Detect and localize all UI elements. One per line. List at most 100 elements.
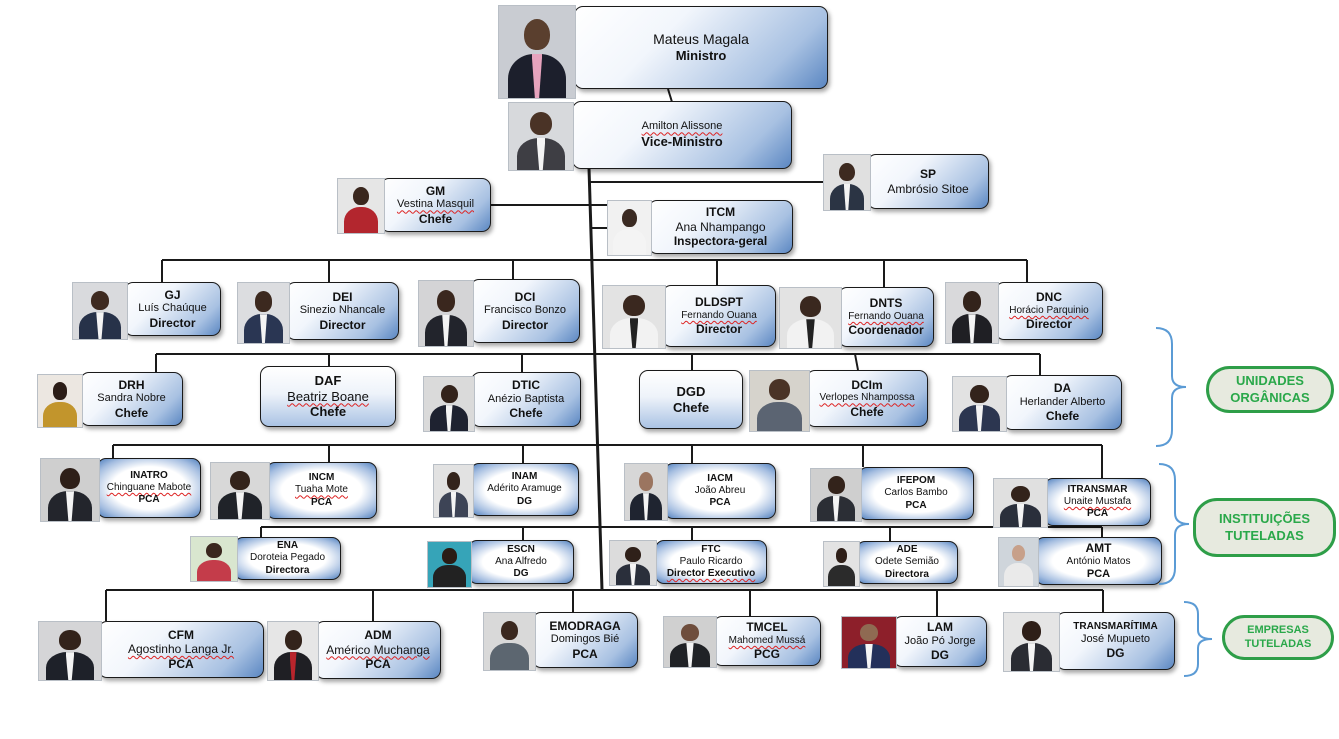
cfm-role: PCA: [168, 656, 194, 671]
dei-name: Sinezio Nhancale: [299, 304, 386, 317]
lam-photo: [841, 616, 897, 669]
dtic-photo: [423, 376, 475, 432]
dldspt-name: Fernando Ouana: [681, 309, 757, 321]
amt-box: AMT António Matos PCA: [1035, 537, 1162, 585]
dldspt-unit: DLDSPT: [695, 295, 743, 310]
ade-role: Directora: [885, 568, 929, 580]
ena-unit: ENA: [276, 540, 299, 552]
inam-name: Adérito Aramuge: [487, 483, 562, 495]
dei-role: Director: [319, 317, 366, 332]
tmcel-role: PCG: [753, 647, 780, 662]
ade-name: Odete Semião: [875, 556, 939, 568]
inam-unit: INAM: [511, 471, 538, 483]
sp-name: Ambrósio Sitoe: [887, 181, 969, 196]
minister-photo: [498, 5, 576, 99]
transmaritima-box: TRANSMARÍTIMA José Mupueto DG: [1056, 612, 1175, 670]
gj-photo: [72, 282, 128, 340]
dnc-name: Horácio Parquinio: [1009, 304, 1089, 316]
da-box: DA Herlander Alberto Chefe: [1003, 375, 1122, 430]
dtic-box: DTIC Anézio Baptista Chefe: [471, 372, 581, 427]
escn-photo: [427, 541, 472, 588]
tmcel-photo: [663, 616, 717, 668]
inatro-box: INATRO Chinguane Mabote PCA: [97, 458, 201, 518]
iacm-photo: [624, 463, 668, 521]
gm-photo: [337, 178, 385, 234]
sp-photo: [823, 154, 871, 211]
brace-unidades: [1155, 327, 1187, 447]
transmaritima-photo: [1003, 612, 1060, 672]
escn-box: ESCN Ana Alfredo DG: [468, 540, 574, 584]
drh-photo: [37, 374, 83, 428]
gm-name: Vestina Masquil: [396, 198, 475, 211]
ena-box: ENA Doroteia Pegado Directora: [234, 537, 341, 580]
spine-connector: [587, 167, 604, 591]
category-instituicoes-line2: TUTELADAS: [1225, 527, 1304, 543]
connector-minister-vice: [667, 88, 673, 103]
sp-box: SP Ambrósio Sitoe: [867, 154, 989, 209]
lam-box: LAM João Pó Jorge DG: [893, 616, 987, 667]
daf-name: Beatriz Boane: [287, 388, 369, 404]
itcm-name: Ana Nhampango: [675, 219, 766, 234]
adm-role: PCA: [365, 657, 391, 672]
gm-unit: GM: [425, 183, 446, 198]
dgd-unit: DGD: [676, 383, 706, 399]
dnc-box: DNC Horácio Parquinio Director: [995, 282, 1103, 340]
dnc-role: Director: [1025, 317, 1072, 332]
emodraga-box: EMODRAGA Domingos Bié PCA: [532, 612, 638, 668]
dcim-role: Chefe: [850, 404, 884, 419]
incm-unit: INCM: [308, 472, 335, 484]
iacm-unit: IACM: [707, 472, 733, 484]
itransmar-role: PCA: [1086, 508, 1109, 520]
dci-photo: [418, 280, 474, 347]
amt-name: António Matos: [1066, 555, 1131, 567]
incm-photo: [210, 462, 270, 520]
emodraga-role: PCA: [572, 646, 598, 661]
dnc-unit: DNC: [1036, 290, 1062, 305]
ena-role: Directora: [265, 564, 310, 576]
inam-role: DG: [517, 495, 532, 507]
category-instituicoes-line1: INSTITUIÇÕES: [1218, 511, 1310, 527]
incm-role: PCA: [310, 496, 333, 508]
dnts-role: Coordenador: [848, 323, 924, 338]
gj-name: Luís Chaúque: [138, 302, 207, 315]
da-role: Chefe: [1045, 409, 1080, 424]
tmcel-name: Mahomed Mussá: [728, 634, 806, 646]
lam-name: João Pó Jorge: [904, 634, 976, 647]
escn-role: DG: [513, 568, 529, 580]
amt-role: PCA: [1086, 567, 1111, 580]
transmaritima-unit: TRANSMARÍTIMA: [1073, 620, 1158, 632]
vice-minister-name: Amilton Alissone: [641, 120, 723, 133]
dcim-unit: DCIm: [851, 377, 883, 392]
dnts-photo: [779, 287, 842, 349]
itcm-box: ITCM Ana Nhampango Inspectora-geral: [648, 200, 793, 254]
itcm-unit: ITCM: [705, 205, 736, 220]
minister-box: Mateus Magala Ministro: [574, 6, 828, 89]
gj-role: Director: [149, 315, 196, 330]
lam-unit: LAM: [927, 620, 953, 635]
dnts-unit: DNTS: [869, 296, 903, 311]
da-unit: DA: [1053, 381, 1072, 396]
daf-unit: DAF: [314, 372, 342, 388]
category-empresas-line2: TUTELADAS: [1244, 637, 1312, 650]
dnts-name: Fernando Ouana: [848, 310, 924, 322]
category-unidades-line2: ORGÂNICAS: [1230, 389, 1310, 405]
drh-unit: DRH: [118, 377, 145, 392]
dgd-role: Chefe: [672, 399, 710, 415]
dtic-role: Chefe: [509, 406, 543, 421]
dcim-box: DCIm Verlopes Nhampossa Chefe: [806, 370, 928, 427]
transmaritima-name: José Mupueto: [1080, 633, 1151, 646]
dei-photo: [237, 282, 290, 344]
inatro-name: Chinguane Mabote: [106, 481, 192, 493]
ifepom-role: PCA: [905, 499, 927, 511]
iacm-box: IACM João Abreu PCA: [664, 463, 776, 519]
ftc-photo: [609, 540, 657, 586]
adm-photo: [267, 621, 319, 681]
dnts-box: DNTS Fernando Ouana Coordenador: [838, 287, 934, 347]
gm-role: Chefe: [418, 211, 453, 226]
inam-box: INAM Adérito Aramuge DG: [470, 463, 579, 516]
